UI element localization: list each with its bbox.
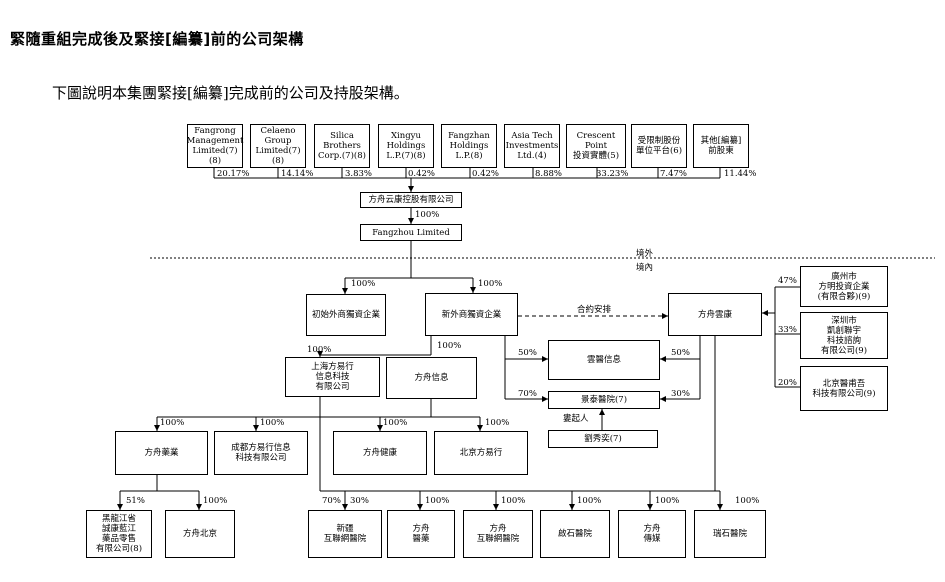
entity-new-wfoe: 新外商獨資企業 bbox=[425, 293, 518, 336]
page-heading: 緊隨重組完成後及緊接[編纂]前的公司架構 bbox=[10, 30, 304, 48]
pct-jiankang: 100% bbox=[383, 418, 408, 428]
shareholder-others: 其他[編纂] 前股東 bbox=[693, 124, 749, 168]
entity-heilongjiang-chengkang: 黑龍江省 誠康藍江 藥品零售 有限公司(8) bbox=[86, 510, 152, 558]
pct-fangzhan: 0.42% bbox=[472, 169, 500, 179]
pct-initial-wfoe: 100% bbox=[351, 279, 376, 289]
pct-xinwai-yunyi: 50% bbox=[518, 348, 537, 358]
onshore-label: 境內 bbox=[636, 263, 654, 273]
shareholder-asia-tech: Asia Tech Investments Ltd.(4) bbox=[504, 124, 560, 168]
pct-xinxi: 100% bbox=[437, 341, 462, 351]
pct-qishi: 100% bbox=[577, 496, 602, 506]
pct-beijing-yixin: 20% bbox=[778, 378, 797, 388]
entity-guangzhou-fangming: 廣州市 方明投資企業 (有限合夥)(9) bbox=[800, 266, 888, 307]
pct-silica: 3.83% bbox=[345, 169, 373, 179]
entity-ruishi-hospital: 瑞石醫院 bbox=[694, 510, 766, 558]
entity-fangzhou-limited: Fangzhou Limited bbox=[360, 224, 462, 241]
shareholder-crescent-point: Crescent Point 投資實體(5) bbox=[566, 124, 626, 168]
pct-chengdu: 100% bbox=[260, 418, 285, 428]
pct-xinjiang-30: 30% bbox=[350, 496, 369, 506]
shareholder-fangrong: Fangrong Management Limited(7)(8) bbox=[186, 124, 244, 168]
pct-xinjiang-70: 70% bbox=[322, 496, 341, 506]
entity-fangzhou-chuanmei: 方舟 傳媒 bbox=[618, 510, 686, 558]
entity-fangzhou-hulian: 方舟 互聯網醫院 bbox=[463, 510, 533, 558]
entity-jingtai-hospital: 景泰醫院(7) bbox=[548, 391, 660, 409]
pct-asia-tech: 8.88% bbox=[535, 169, 563, 179]
entity-shenzhen-kaichuang: 深圳市 凱創聯宇 科技諮詢 有限公司(9) bbox=[800, 312, 888, 359]
entity-fangzhou-yaoye: 方舟藥業 bbox=[115, 431, 208, 475]
entity-person-b: 劉秀奕(7) bbox=[548, 430, 658, 448]
entity-xinjiang-hospital: 新疆 互聯網醫院 bbox=[308, 510, 382, 558]
pct-celaeno: 14.14% bbox=[281, 169, 314, 179]
entity-fangzhou-beijing: 方舟北京 bbox=[165, 510, 235, 558]
entity-beijing-yixin: 北京醫甫吾 科技有限公司(9) bbox=[800, 366, 888, 411]
pct-xinwai-jingtai: 70% bbox=[518, 389, 537, 399]
entity-fangzhou-jiankang: 方舟健康 bbox=[333, 431, 427, 475]
entity-fangzhou-yiyao: 方舟 醫藥 bbox=[387, 510, 455, 558]
entity-qishi-hospital: 啟石醫院 bbox=[540, 510, 610, 558]
pct-fangzhou-beijing: 100% bbox=[203, 496, 228, 506]
entity-fangzhou-yunkang: 方舟雲康 bbox=[668, 293, 762, 336]
shareholder-xingyu: Xingyu Holdings L.P.(7)(8) bbox=[378, 124, 434, 168]
pct-yiyao: 100% bbox=[425, 496, 450, 506]
pct-beijing-fangyixing: 100% bbox=[485, 418, 510, 428]
entity-cayman-holdco: 方舟云康控股有限公司 bbox=[360, 192, 462, 208]
pct-fangrong: 20.17% bbox=[217, 169, 250, 179]
pct-rsu-platform: 7.47% bbox=[660, 169, 688, 179]
pct-shenzhen: 33% bbox=[778, 325, 797, 335]
shareholder-silica: Silica Brothers Corp.(7)(8) bbox=[314, 124, 370, 168]
entity-shanghai-fangyixing: 上海方易行 信息科技 有限公司 bbox=[285, 357, 380, 397]
pct-chuanmei: 100% bbox=[655, 496, 680, 506]
entity-initial-wfoe: 初始外商獨資企業 bbox=[306, 294, 386, 336]
pct-xingyu: 0.42% bbox=[408, 169, 436, 179]
pct-hulian: 100% bbox=[501, 496, 526, 506]
entity-beijing-fangyixing: 北京方易行 bbox=[434, 431, 528, 475]
pct-yunkang-jingtai: 30% bbox=[671, 389, 690, 399]
pct-shanghai: 100% bbox=[307, 345, 332, 355]
entity-yunyi-xinxi: 雲醫信息 bbox=[548, 340, 660, 380]
pct-yunkang-yunyi: 50% bbox=[671, 348, 690, 358]
pct-cayman-to-fangzhou: 100% bbox=[415, 210, 440, 220]
shareholder-fangzhan: Fangzhan Holdings L.P.(8) bbox=[441, 124, 497, 168]
entity-chengdu-fangyixing: 成都方易行信息 科技有限公司 bbox=[214, 431, 308, 475]
entity-fangzhou-xinxi: 方舟信息 bbox=[386, 357, 477, 399]
pct-yaoye: 100% bbox=[160, 418, 185, 428]
shareholder-celaeno: Celaeno Group Limited(7)(8) bbox=[250, 124, 306, 168]
pct-others: 11.44% bbox=[724, 169, 757, 179]
pct-guangzhou: 47% bbox=[778, 276, 797, 286]
contract-arrangement-label: 合約安排 bbox=[577, 305, 612, 315]
shareholder-rsu-platform: 受限制股份 單位平台(6) bbox=[631, 124, 687, 168]
pct-new-wfoe: 100% bbox=[478, 279, 503, 289]
person-a-label: 婁起人 bbox=[563, 414, 589, 424]
intro-text: 下圖說明本集團緊接[編纂]完成前的公司及持股架構。 bbox=[52, 84, 409, 102]
pct-crescent-point: 33.23% bbox=[596, 169, 629, 179]
offshore-label: 境外 bbox=[636, 249, 654, 259]
pct-heilongjiang: 51% bbox=[126, 496, 145, 506]
pct-ruishi: 100% bbox=[735, 496, 760, 506]
